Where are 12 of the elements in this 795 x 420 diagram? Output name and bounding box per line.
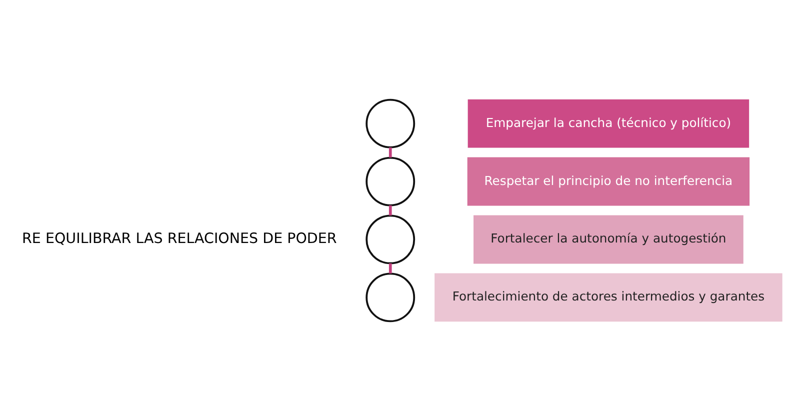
node-box: Fortalecimiento de actores intermedios y garantes bbox=[434, 272, 782, 322]
node-box: Emparejar la cancha (técnico y político) bbox=[468, 98, 750, 148]
node-box: Respetar el principio de no interferencia bbox=[467, 156, 750, 206]
node-circle bbox=[366, 98, 416, 148]
node-circle bbox=[366, 156, 416, 206]
label: RE EQUILIBRAR LAS RELACIONES DE PODER bbox=[22, 230, 337, 246]
node-circle bbox=[366, 214, 416, 264]
node-box: Fortalecer la autonomía y autogestión bbox=[474, 214, 744, 264]
connector bbox=[388, 146, 392, 158]
connector bbox=[388, 204, 392, 215]
node-circle bbox=[366, 272, 416, 322]
connector bbox=[388, 262, 392, 273]
